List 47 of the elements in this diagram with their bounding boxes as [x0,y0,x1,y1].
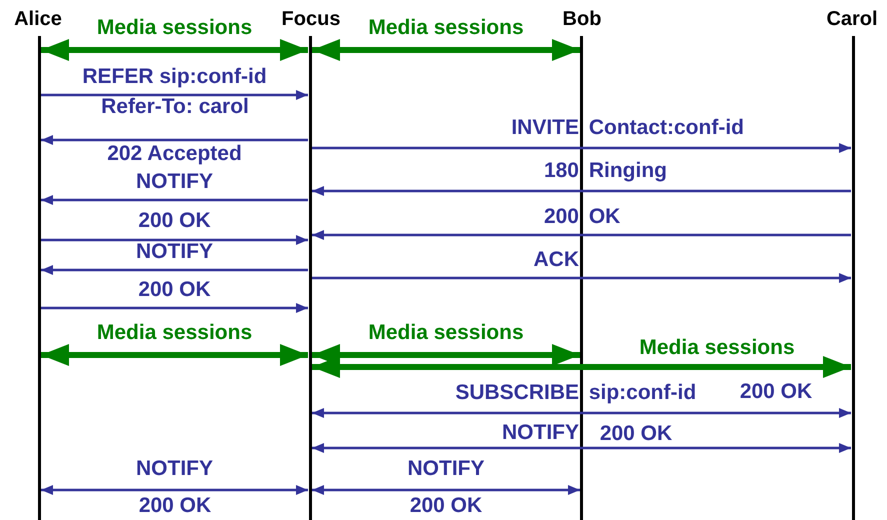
edge-label: SUBSCRIBE sip:conf-id [455,381,696,405]
edge-label: INVITE Contact:conf-id [511,116,744,140]
edge-label: 200 OK [138,209,211,233]
edge-label: NOTIFY [502,421,579,445]
arrow [312,143,851,153]
edge-label: Media sessions [368,321,524,345]
edge-label: NOTIFY [136,457,213,481]
arrow [41,265,308,275]
participant-name: Bob [562,8,602,30]
edge-label: NOTIFY [136,170,213,194]
participant-name: Carol [826,8,878,30]
arrow [41,39,308,61]
edge-label: Media sessions [96,321,252,345]
arrow [312,356,851,378]
arrow [312,344,580,366]
arrow [312,408,851,418]
arrow [41,485,308,495]
arrow [41,303,308,313]
arrow [41,235,308,245]
participant-name: Alice [14,8,62,30]
edge-label: Media sessions [368,16,524,40]
arrow [41,344,308,366]
arrow [41,90,308,100]
arrow [312,273,851,283]
edge-label: Media sessions [96,16,252,40]
edge-label: REFER sip:conf-id [82,65,267,89]
edge-label: NOTIFY [136,240,213,264]
edge-label: Media sessions [639,336,795,360]
arrow [312,485,580,495]
message-text: 200 OK [138,494,212,518]
message-text: 200 OK [600,422,672,446]
arrow [312,443,851,453]
arrow [312,186,851,196]
arrow [312,39,580,61]
participant-name: Focus [282,8,340,30]
arrow [41,135,308,145]
edge-label: 202 Accepted [107,142,242,166]
arrow [312,230,851,240]
edge-label: NOTIFY [408,457,484,481]
edge-label: 200 OK [544,205,620,229]
edge-label: 180 Ringing [544,159,667,183]
message-text: 200 OK [410,494,482,518]
edge-label: 200 OK [138,278,211,302]
arrow [41,195,308,205]
message-text: 200 OK [740,380,812,404]
message-text: Refer-To: carol [101,95,249,119]
edge-label: ACK [534,248,579,272]
